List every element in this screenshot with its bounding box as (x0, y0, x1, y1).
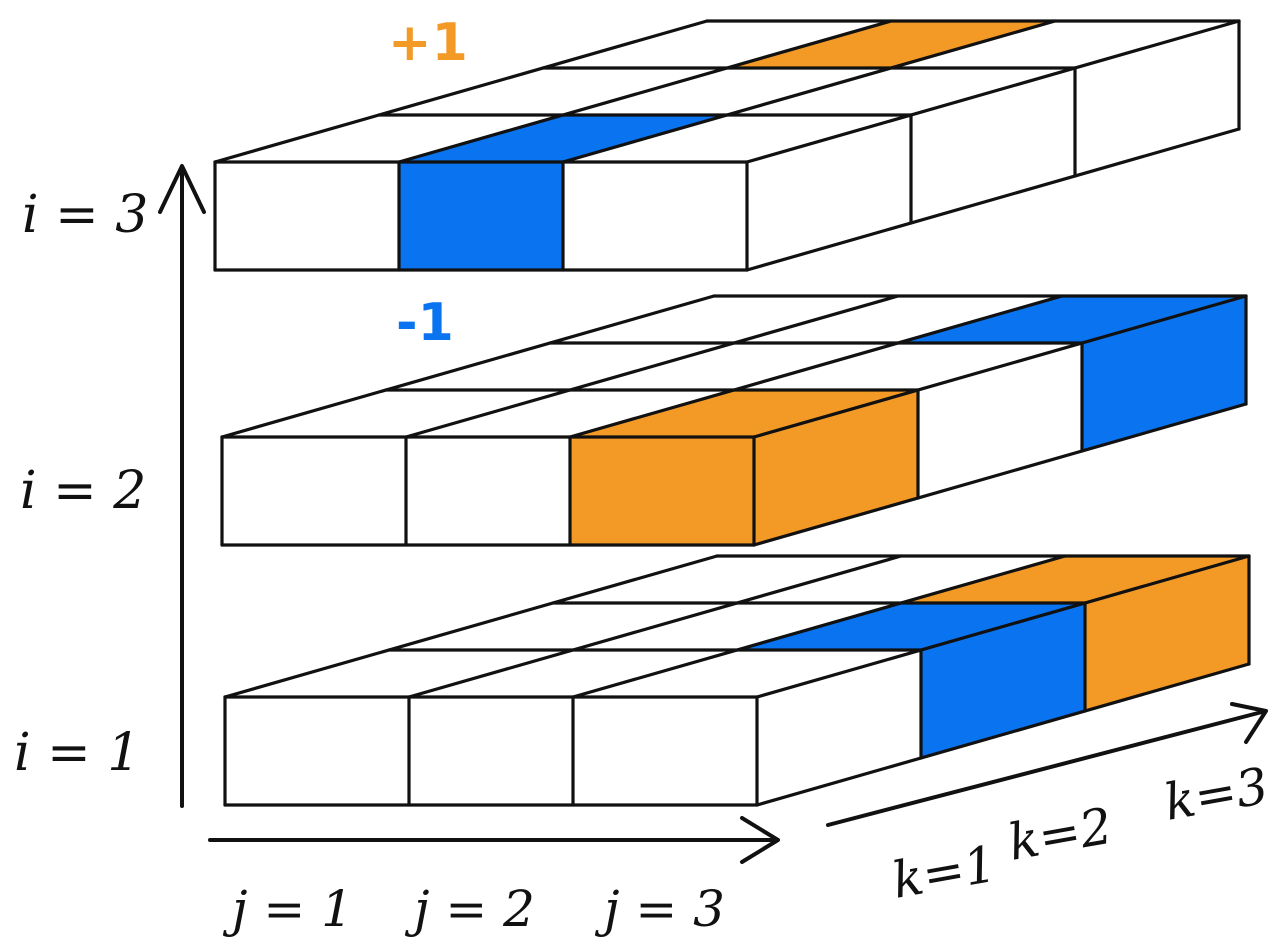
top-cell-j3-k2 (737, 603, 1085, 650)
minus-one-annotation: -1 (396, 293, 454, 353)
grid-line-j0 (213, 19, 709, 164)
plus-one-annotation: +1 (388, 13, 468, 73)
i-axis-arrowhead-icon (158, 164, 206, 214)
top-cell-j3-k3 (898, 296, 1246, 343)
grid-line-j2 (571, 554, 1067, 699)
side-cell-k1 (754, 390, 918, 545)
grid-line-j0 (223, 554, 719, 699)
front-cell-j2 (399, 162, 563, 270)
label-k2: k=2 (1004, 797, 1117, 872)
k-axis-arrow (826, 710, 1264, 827)
side-bottom-edge (752, 402, 1248, 547)
top-cell-j3-k3 (901, 556, 1249, 603)
grid-line-j0 (220, 294, 716, 439)
label-i1: i = 1 (14, 723, 140, 783)
top-cell-j2-k1 (399, 115, 727, 162)
grid-line-j3 (752, 294, 1248, 439)
layer-i1 (223, 554, 1251, 807)
side-bottom-edge (745, 127, 1241, 272)
label-j2: j = 2 (404, 880, 535, 938)
k-axis-arrowhead-icon (1230, 702, 1268, 744)
top-cell-j2-k3 (727, 21, 1055, 68)
grid-line-j1 (404, 294, 900, 439)
side-cell-k3 (1082, 296, 1246, 451)
front-cell-j3 (570, 437, 754, 545)
layer-i3 (213, 19, 1241, 272)
grid-line-j1 (397, 19, 893, 164)
label-k3: k=3 (1160, 757, 1273, 832)
side-cell-k3 (1085, 556, 1249, 711)
side-cell-k2 (921, 603, 1085, 758)
layers-group (213, 19, 1251, 807)
label-k1: k=1 (888, 835, 1001, 910)
j-axis-arrowhead-icon (740, 816, 780, 864)
grid-line-j2 (561, 19, 1057, 164)
layer-i2 (220, 294, 1248, 547)
label-i2: i = 2 (20, 461, 146, 521)
grid-line-j3 (755, 554, 1251, 699)
label-i3: i = 3 (22, 185, 148, 245)
grid-line-j2 (568, 294, 1064, 439)
side-bottom-edge (755, 662, 1251, 807)
label-j1: j = 1 (222, 880, 353, 938)
top-cell-j3-k1 (570, 390, 918, 437)
label-j3: j = 3 (594, 880, 725, 938)
grid-line-j1 (407, 554, 903, 699)
grid-line-j3 (745, 19, 1241, 164)
